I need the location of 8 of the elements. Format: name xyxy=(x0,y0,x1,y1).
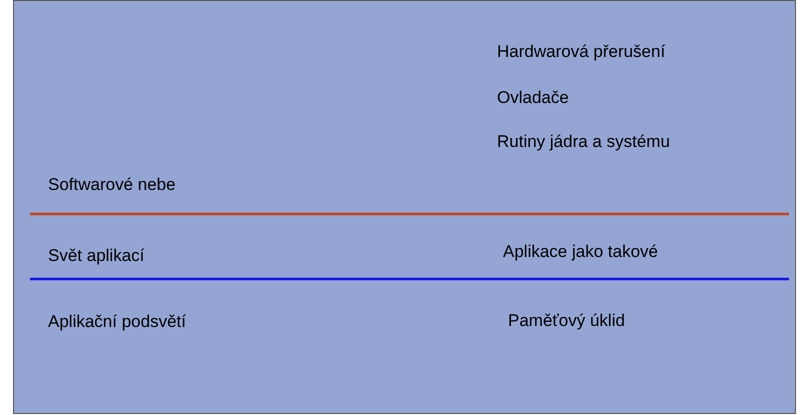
layer-label: Rutiny jádra a systému xyxy=(497,132,670,152)
layer-label: Hardwarová přerušení xyxy=(497,42,666,62)
layer-label: Ovladače xyxy=(497,88,569,108)
layer-label: Aplikace jako takové xyxy=(503,242,658,262)
layer-label: Softwarové nebe xyxy=(48,175,176,195)
layer-label: Aplikační podsvětí xyxy=(48,312,186,332)
layer-label: Svět aplikací xyxy=(48,246,144,266)
layer-label: Paměťový úklid xyxy=(508,311,625,331)
